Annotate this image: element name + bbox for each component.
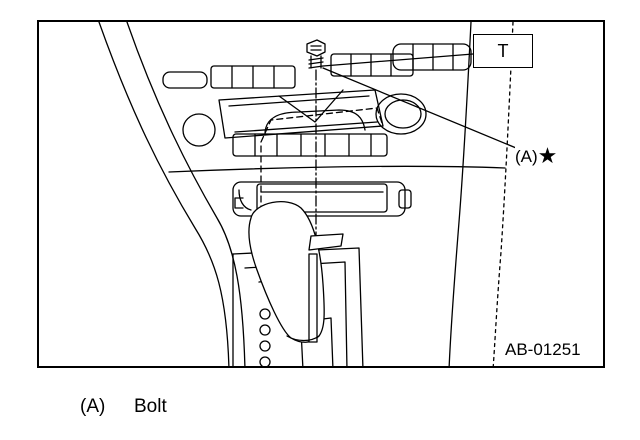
center-control-panel <box>218 89 384 139</box>
callout-a: (A)★ <box>515 143 558 168</box>
right-console-edge <box>448 22 514 366</box>
diagram-frame: T (A)★ AB-01251 <box>37 20 605 368</box>
legend: (A) Bolt <box>80 396 167 418</box>
control-knobs <box>182 93 427 147</box>
shift-knob <box>248 201 344 343</box>
panel-removal-path <box>260 107 384 223</box>
legend-key-a: (A) <box>80 396 106 417</box>
star-icon: ★ <box>537 143 558 168</box>
callout-leader-t <box>322 53 474 67</box>
tool-reference-label: T <box>497 40 509 61</box>
callout-leader-a <box>322 67 522 151</box>
legend-text-a: Bolt <box>134 396 167 417</box>
callout-a-label: (A) <box>515 147 538 166</box>
console-illustration <box>98 22 522 366</box>
tool-reference-box: T <box>473 34 533 68</box>
button-strip <box>232 133 388 157</box>
storage-tray <box>232 181 412 217</box>
left-console-edge <box>98 22 246 366</box>
bolt <box>306 39 326 69</box>
trim-line <box>168 165 506 173</box>
figure-code: AB-01251 <box>505 340 581 359</box>
